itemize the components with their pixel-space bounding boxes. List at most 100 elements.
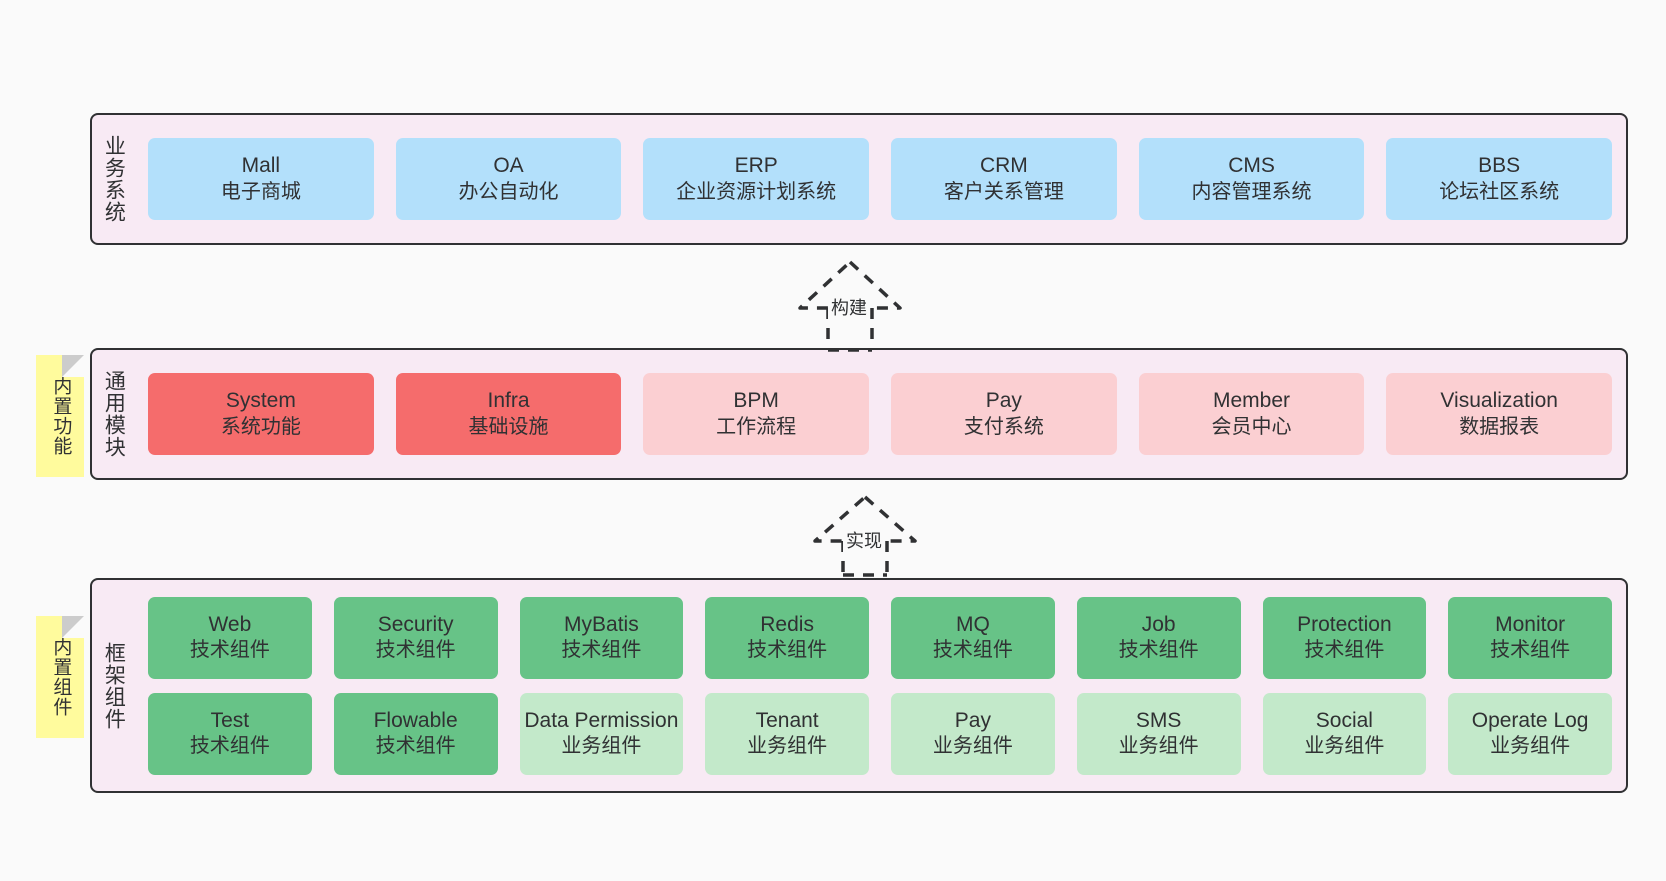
card-tenant[interactable]: Tenant 业务组件 (705, 692, 869, 775)
card-subtitle: 基础设施 (468, 415, 549, 438)
card-title: Visualization (1440, 389, 1558, 413)
layer-common-module: 通用模块 System 系统功能 Infra 基础设施 BPM 工作流程 Pay… (90, 348, 1628, 480)
card-subtitle: 业务组件 (561, 735, 642, 758)
layer-framework-component: 框架组件 Web 技术组件 Security 技术组件 MyBatis 技术组件… (90, 578, 1628, 793)
card-row: System 系统功能 Infra 基础设施 BPM 工作流程 Pay 支付系统… (148, 373, 1613, 455)
card-title: MQ (955, 612, 990, 636)
card-subtitle: 业务组件 (1304, 735, 1385, 758)
card-oa[interactable]: OA 办公自动化 (395, 138, 622, 220)
business-system-cards: Mall 电子商城 OA 办公自动化 ERP 企业资源计划系统 CRM 客户关系… (134, 115, 1626, 243)
card-pay[interactable]: Pay 支付系统 (891, 373, 1117, 455)
card-subtitle: 工作流程 (716, 415, 797, 438)
card-subtitle: 内容管理系统 (1191, 180, 1312, 203)
card-monitor[interactable]: Monitor 技术组件 (1448, 596, 1612, 679)
card-subtitle: 客户关系管理 (943, 180, 1064, 203)
card-row: Web 技术组件 Security 技术组件 MyBatis 技术组件 Redi… (148, 596, 1612, 679)
card-title: Monitor (1495, 612, 1566, 636)
card-title: MyBatis (564, 612, 639, 636)
card-mq[interactable]: MQ 技术组件 (891, 596, 1055, 679)
connector-implement: 实现 (770, 493, 960, 577)
card-operate-log[interactable]: Operate Log 业务组件 (1448, 692, 1612, 775)
card-web[interactable]: Web 技术组件 (148, 596, 312, 679)
card-protection[interactable]: Protection 技术组件 (1262, 596, 1427, 679)
card-subtitle: 支付系统 (963, 415, 1044, 438)
card-bbs[interactable]: BBS 论坛社区系统 (1386, 138, 1613, 220)
card-title: Web (208, 612, 252, 636)
card-infra[interactable]: Infra 基础设施 (395, 373, 622, 455)
card-redis[interactable]: Redis 技术组件 (705, 596, 869, 679)
card-subtitle: 技术组件 (1118, 639, 1199, 662)
card-cms[interactable]: CMS 内容管理系统 (1138, 138, 1365, 220)
card-visualization[interactable]: Visualization 数据报表 (1386, 373, 1613, 455)
card-title: CMS (1228, 154, 1275, 178)
card-subtitle: 业务组件 (1490, 735, 1571, 758)
card-row: Test 技术组件 Flowable 技术组件 Data Permission … (148, 692, 1612, 775)
card-title: BPM (733, 389, 779, 413)
connector-build: 构建 (755, 258, 945, 352)
card-bpm[interactable]: BPM 工作流程 (643, 373, 870, 455)
sticky-note-builtin-component: 内置组件 (36, 616, 84, 738)
card-subtitle: 技术组件 (189, 735, 270, 758)
card-security[interactable]: Security 技术组件 (333, 596, 498, 679)
card-title: Pay (985, 389, 1022, 413)
card-title: Job (1141, 612, 1176, 636)
card-title: Security (377, 612, 454, 636)
card-mybatis[interactable]: MyBatis 技术组件 (519, 596, 684, 679)
card-title: ERP (734, 154, 778, 178)
card-subtitle: 业务组件 (932, 735, 1013, 758)
card-title: OA (493, 154, 524, 178)
card-erp[interactable]: ERP 企业资源计划系统 (643, 138, 870, 220)
card-title: Data Permission (524, 708, 679, 732)
connector-build-label: 构建 (828, 294, 870, 320)
card-title: Operate Log (1471, 708, 1589, 732)
card-mall[interactable]: Mall 电子商城 (148, 138, 374, 220)
card-title: Member (1213, 389, 1291, 413)
card-subtitle: 办公自动化 (458, 180, 559, 203)
layer-business-system: 业务系统 Mall 电子商城 OA 办公自动化 ERP 企业资源计划系统 CRM… (90, 113, 1628, 245)
card-subtitle: 技术组件 (375, 735, 456, 758)
card-test[interactable]: Test 技术组件 (148, 692, 312, 775)
card-title: Flowable (373, 708, 458, 732)
card-title: Protection (1297, 612, 1392, 636)
card-job[interactable]: Job 技术组件 (1076, 596, 1241, 679)
card-title: CRM (979, 154, 1028, 178)
card-social[interactable]: Social 业务组件 (1262, 692, 1427, 775)
card-subtitle: 业务组件 (1118, 735, 1199, 758)
framework-component-cards: Web 技术组件 Security 技术组件 MyBatis 技术组件 Redi… (134, 580, 1626, 791)
card-title: Test (210, 708, 250, 732)
connector-implement-label: 实现 (843, 527, 885, 553)
card-title: Pay (954, 708, 991, 732)
card-subtitle: 数据报表 (1459, 415, 1540, 438)
layer-title-framework-component: 框架组件 (102, 641, 126, 730)
card-title: SMS (1135, 708, 1182, 732)
card-data-permission[interactable]: Data Permission 业务组件 (519, 692, 684, 775)
card-subtitle: 技术组件 (932, 639, 1013, 662)
sticky-note-label: 内置功能 (50, 376, 72, 456)
card-subtitle: 技术组件 (189, 639, 270, 662)
card-title: Redis (760, 612, 814, 636)
card-subtitle: 企业资源计划系统 (676, 180, 837, 203)
card-subtitle: 业务组件 (747, 735, 828, 758)
card-row: Mall 电子商城 OA 办公自动化 ERP 企业资源计划系统 CRM 客户关系… (148, 138, 1613, 220)
card-member[interactable]: Member 会员中心 (1138, 373, 1365, 455)
card-sms[interactable]: SMS 业务组件 (1076, 692, 1241, 775)
card-title: Tenant (755, 708, 819, 732)
card-title: System (225, 389, 296, 413)
card-subtitle: 技术组件 (1304, 639, 1385, 662)
card-flowable[interactable]: Flowable 技术组件 (333, 692, 498, 775)
layer-title-business-system: 业务系统 (102, 135, 126, 223)
card-crm[interactable]: CRM 客户关系管理 (891, 138, 1117, 220)
card-system[interactable]: System 系统功能 (148, 373, 374, 455)
card-subtitle: 电子商城 (220, 180, 301, 203)
card-pay-business[interactable]: Pay 业务组件 (891, 692, 1055, 775)
card-subtitle: 技术组件 (375, 639, 456, 662)
card-subtitle: 会员中心 (1211, 415, 1292, 438)
sticky-note-label: 内置组件 (50, 637, 72, 717)
card-subtitle: 技术组件 (747, 639, 828, 662)
common-module-cards: System 系统功能 Infra 基础设施 BPM 工作流程 Pay 支付系统… (134, 350, 1626, 478)
card-title: Infra (487, 389, 530, 413)
card-subtitle: 技术组件 (1490, 639, 1571, 662)
card-title: Mall (241, 154, 281, 178)
layer-title-common-module: 通用模块 (102, 370, 126, 458)
